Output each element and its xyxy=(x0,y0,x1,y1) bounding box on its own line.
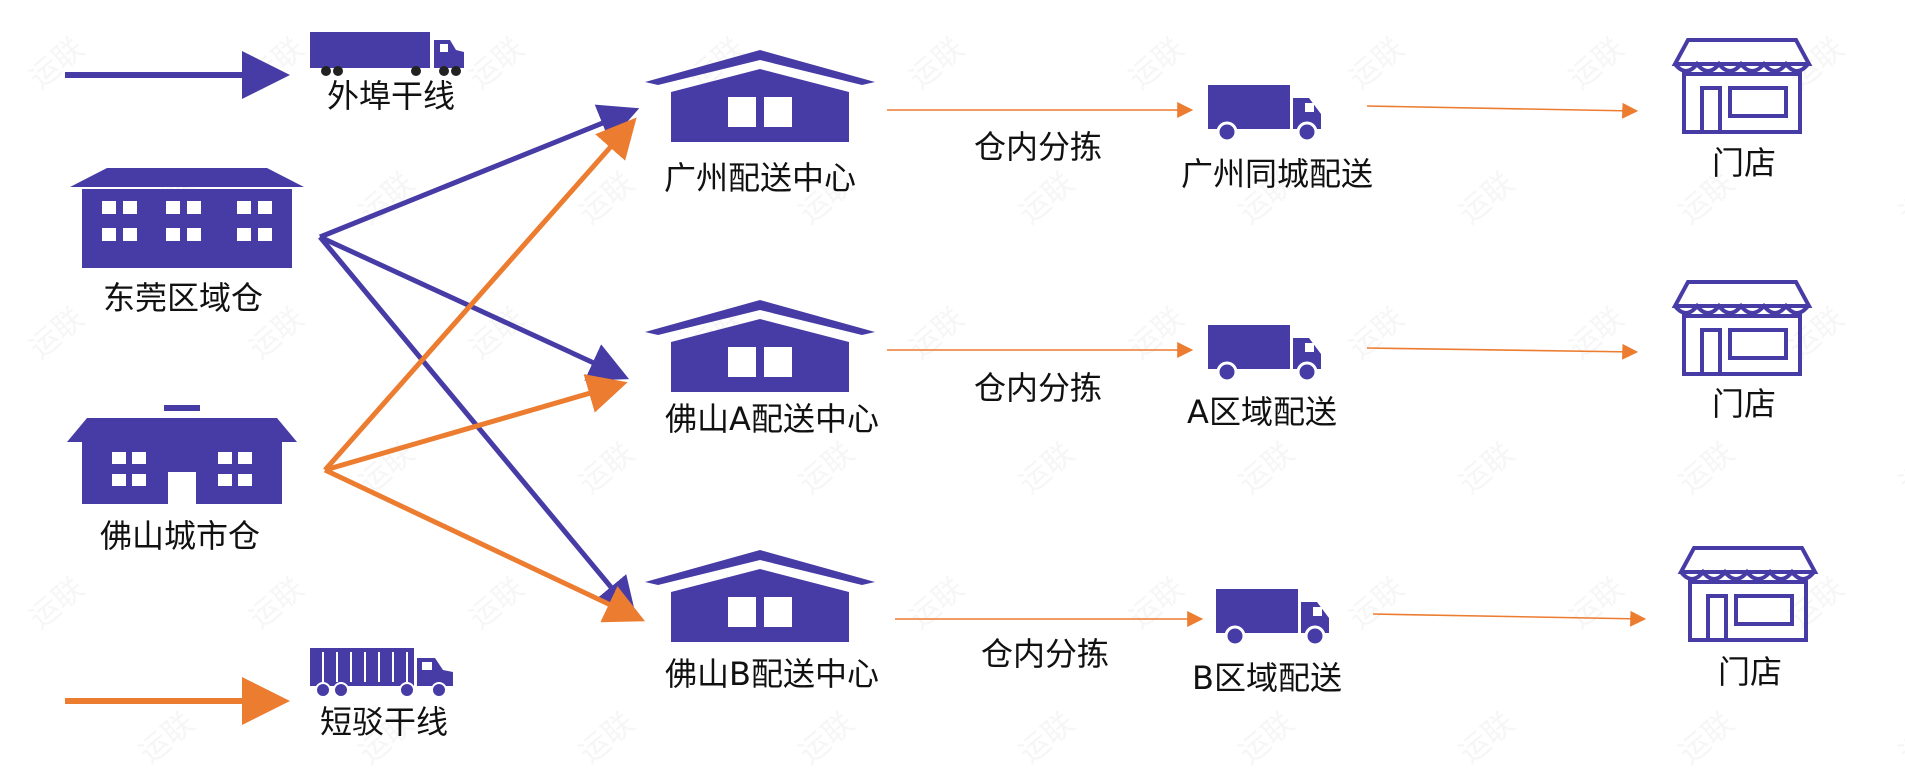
watermark-text: 运联 xyxy=(243,31,311,96)
watermark-text: 运联 xyxy=(903,301,971,366)
watermark-text: 运联 xyxy=(1563,301,1631,366)
watermark-text: 运联 xyxy=(793,706,861,768)
watermark-text: 运联 xyxy=(1453,706,1521,768)
watermark-text: 运联 xyxy=(23,31,91,96)
watermark-text: 运联 xyxy=(903,571,971,636)
watermark-text: 运联 xyxy=(903,31,971,96)
watermark-text: 运联 xyxy=(1233,706,1301,768)
semi-truck-icon xyxy=(310,32,464,76)
foshan-to-foshan-b-arrow xyxy=(323,467,646,623)
watermark-text: 运联 xyxy=(23,301,91,366)
short-haul-label: 短驳干线 xyxy=(319,703,449,741)
watermark-text: 运联 xyxy=(1123,31,1191,96)
watermark-text: 运联 xyxy=(1123,571,1191,636)
watermark-text: 运联 xyxy=(1123,301,1191,366)
watermark-layer: 运联运联运联运联运联运联运联运联运联运联运联运联运联运联运联运联运联运联运联运联… xyxy=(23,31,1905,771)
watermark-text: 运联 xyxy=(1343,301,1411,366)
foshan-b-center-icon xyxy=(645,550,875,642)
store-icon-row3 xyxy=(1679,546,1817,642)
watermark-text: 运联 xyxy=(463,31,531,96)
watermark-text: 运联 xyxy=(793,436,861,501)
long-haul-label: 外埠干线 xyxy=(326,77,456,115)
area-b-delivery-truck-icon xyxy=(1214,587,1331,647)
dongguan-to-foshan-b-arrow xyxy=(318,235,637,618)
watermark-text: 运联 xyxy=(1453,166,1521,231)
sorting-arrows xyxy=(887,102,1647,627)
sorting-label-row2: 仓内分拣 xyxy=(973,369,1103,407)
area-a-delivery-label: A区域配送 xyxy=(1187,393,1337,431)
watermark-text: 运联 xyxy=(1563,31,1631,96)
watermark-text: 运联 xyxy=(1013,706,1081,768)
guangzhou-delivery-label: 广州同城配送 xyxy=(1180,155,1374,193)
watermark-text: 运联 xyxy=(1343,31,1411,96)
watermark-text: 运联 xyxy=(1893,436,1905,501)
sorting-label-row3: 仓内分拣 xyxy=(980,635,1110,673)
watermark-text: 运联 xyxy=(133,706,201,768)
store-icon-row2 xyxy=(1673,280,1811,376)
watermark-text: 运联 xyxy=(1453,436,1521,501)
container-truck-icon xyxy=(310,648,453,698)
watermark-text: 运联 xyxy=(1233,436,1301,501)
foshan-to-foshan-a-arrow xyxy=(324,374,628,473)
dongguan-warehouse-label: 东莞区域仓 xyxy=(102,279,264,317)
store-label-row3: 门店 xyxy=(1717,653,1783,691)
watermark-text: 运联 xyxy=(463,301,531,366)
watermark-text: 运联 xyxy=(243,571,311,636)
orange-flow-arrows xyxy=(323,117,646,623)
area-a-delivery-truck-icon xyxy=(1206,323,1323,383)
watermark-text: 运联 xyxy=(573,706,641,768)
watermark-text: 运联 xyxy=(573,436,641,501)
watermark-text: 运联 xyxy=(1893,166,1905,231)
watermark-text: 运联 xyxy=(1013,166,1081,231)
foshan-a-center-label: 佛山A配送中心 xyxy=(665,400,879,438)
foshan-to-guangzhou-arrow xyxy=(323,117,637,472)
foshan-b-center-label: 佛山B配送中心 xyxy=(665,655,879,693)
watermark-text: 运联 xyxy=(23,571,91,636)
sorting-label-row1: 仓内分拣 xyxy=(973,128,1103,166)
watermark-text: 运联 xyxy=(1343,571,1411,636)
watermark-text: 运联 xyxy=(1673,436,1741,501)
foshan-city-warehouse-label: 佛山城市仓 xyxy=(99,517,261,555)
watermark-text: 运联 xyxy=(1893,706,1905,768)
dongguan-to-guangzhou-arrow xyxy=(319,104,640,240)
watermark-text: 运联 xyxy=(1673,706,1741,768)
store-label-row2: 门店 xyxy=(1711,385,1777,423)
guangzhou-center-label: 广州配送中心 xyxy=(663,159,857,197)
blue-flow-arrows xyxy=(318,104,640,618)
store-icon-row1 xyxy=(1673,38,1811,134)
foshan-a-center-icon xyxy=(645,300,875,392)
guangzhou-delivery-truck-icon xyxy=(1206,83,1323,143)
watermark-text: 运联 xyxy=(1563,571,1631,636)
dongguan-warehouse-icon xyxy=(70,168,304,268)
watermark-text: 运联 xyxy=(1013,436,1081,501)
watermark-text: 运联 xyxy=(463,571,531,636)
area-b-delivery-label: B区域配送 xyxy=(1192,659,1342,697)
guangzhou-center-icon xyxy=(645,50,875,142)
foshan-city-warehouse-icon xyxy=(67,405,297,504)
store-label-row1: 门店 xyxy=(1711,144,1777,182)
